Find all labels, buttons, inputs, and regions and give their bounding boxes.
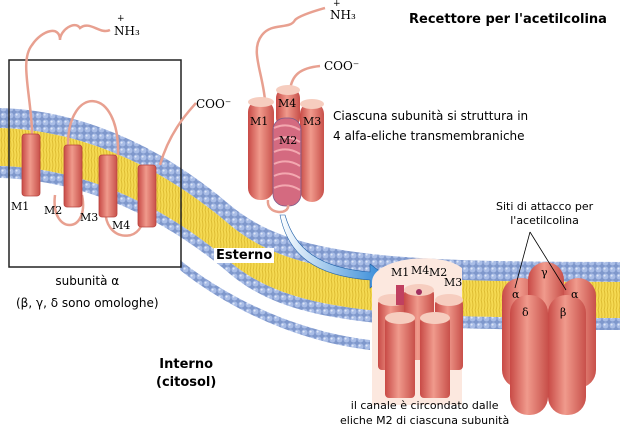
nh3-left-label: NH₃ [114,24,140,38]
helix-label-m1: M1 [11,200,30,213]
interno-line-2: (citosol) [156,375,217,390]
subunit-label-alpha-2: α [571,288,579,301]
inset-box [8,59,182,268]
bundle-label-m2: M2 [279,134,298,147]
helix-m1 [21,133,41,197]
helix-m3 [98,154,118,218]
channel-pore [372,258,463,405]
helix-label-m2: M2 [44,204,63,217]
coo-left-label: COO⁻ [196,97,232,111]
helix-label-m3: M3 [80,211,99,224]
description-line-1: Ciascuna subunità si struttura in [333,109,529,123]
pore-label-m1: M1 [391,266,410,279]
bundle-label-m1: M1 [250,115,269,128]
coo-center-label: COO⁻ [324,59,360,73]
subunit-label-alpha-1: α [512,288,520,301]
description-line-2: 4 alfa-eliche transmembraniche [333,129,525,143]
pore-label-m4: M4 [411,264,430,277]
siti-line-1: Siti di attacco per [496,200,594,213]
receptor-complex [502,231,596,415]
canale-line-1: il canale è circondato dalle [350,399,499,412]
subunit-caption: subunità α (β, γ, δ sono omologhe) [16,270,159,314]
subunit-label-beta: β [560,306,567,319]
subunit-label-delta: δ [522,306,529,319]
siti-line-2: l'acetilcolina [510,214,579,227]
interno-line-1: Interno [159,357,214,372]
subunit-line-1: subunità α [55,274,120,288]
helix-m2 [63,144,83,208]
page-title: Recettore per l'acetilcolina [409,12,607,27]
pore-label-m2: M2 [429,266,448,279]
helix-bundle [248,6,326,214]
nh3-center-label: NH₃ [330,8,356,22]
label-interno: Interno (citosol) [156,356,216,392]
bundle-label-m4: M4 [278,97,297,110]
helix-m4 [137,164,157,228]
pore-label-m3: M3 [444,276,463,289]
helix-description: Ciascuna subunità si struttura in 4 alfa… [333,106,528,146]
binding-sites-caption: Siti di attacco per l'acetilcolina [496,200,593,228]
nh3-left-charge: + [117,14,125,24]
label-esterno: Esterno [214,248,275,263]
nh3-center-charge: + [333,0,341,9]
subunit-line-2: (β, γ, δ sono omologhe) [16,296,159,310]
canale-line-2: eliche M2 di ciascuna subunità [340,414,510,427]
bundle-label-m3: M3 [303,115,322,128]
helix-label-m4: M4 [112,219,131,232]
subunit-label-gamma: γ [541,266,548,279]
channel-caption: il canale è circondato dalle eliche M2 d… [340,398,509,428]
